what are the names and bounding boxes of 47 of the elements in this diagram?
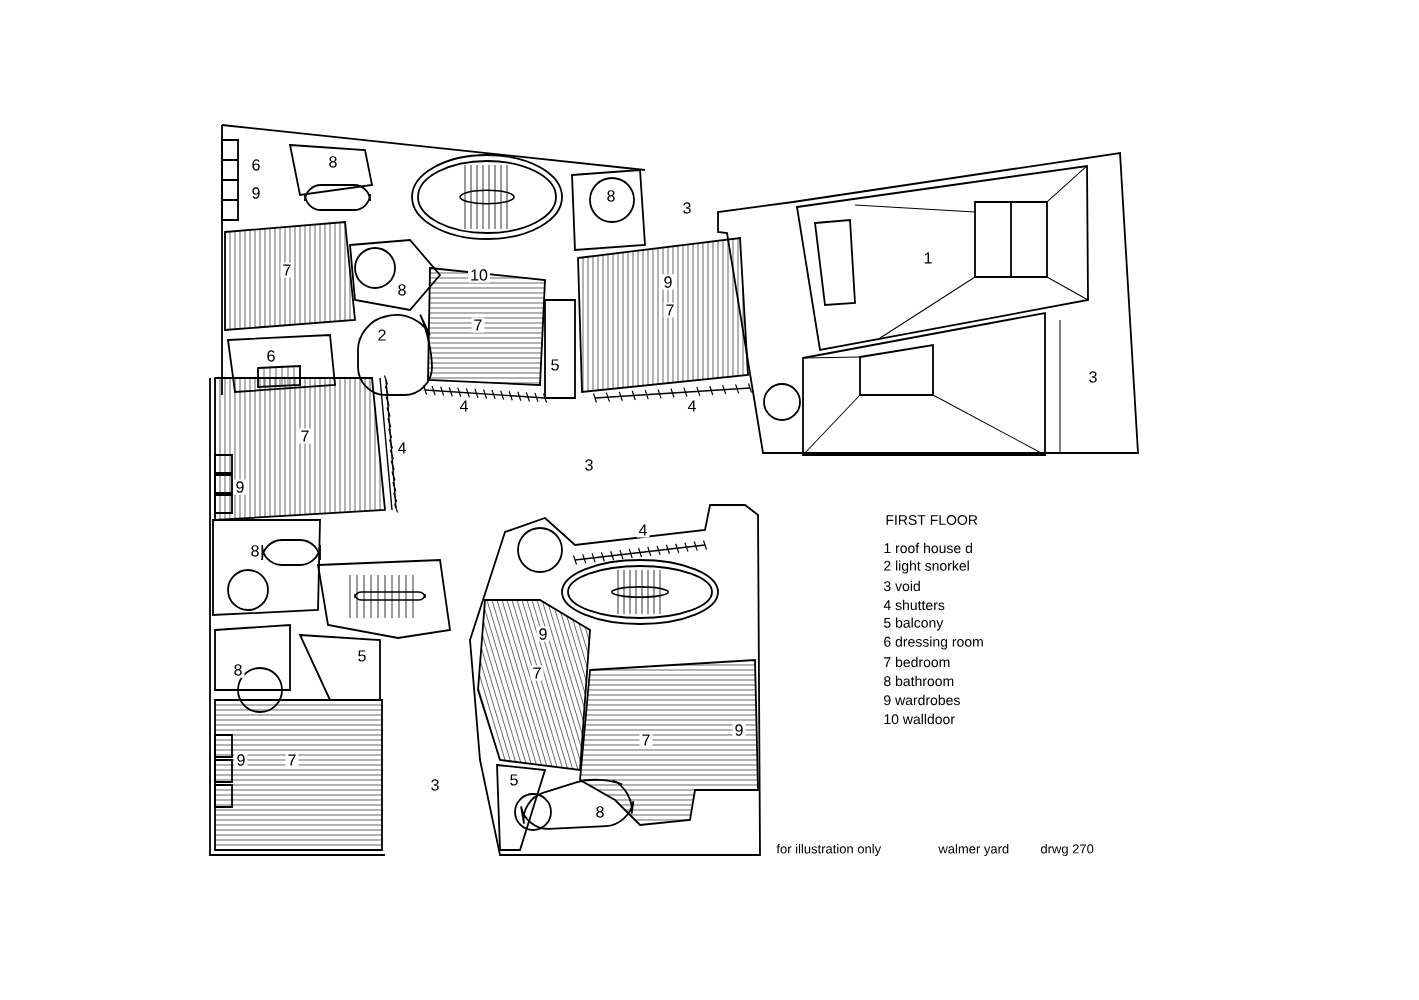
legend-entry: 8 bathroom (884, 675, 954, 687)
room-number: 9 (732, 722, 746, 738)
room-number: 9 (536, 626, 550, 642)
legend-entry: 5 balcony (883, 617, 944, 631)
room-number: 8 (593, 804, 607, 820)
room-number: 8 (326, 154, 340, 170)
room-number: 7 (471, 317, 485, 333)
legend-entry: 4 shutters (883, 599, 945, 611)
room-number: 9 (661, 274, 675, 290)
room-number: 6 (249, 157, 263, 173)
legend-entry: 9 wardrobes (884, 694, 960, 706)
room-number: 4 (395, 440, 409, 456)
room-number: 2 (375, 327, 389, 343)
legend-entry: 6 dressing room (884, 636, 983, 650)
footer-text: for illustration only (776, 843, 882, 857)
room-number: 3 (428, 777, 442, 793)
legend-entry: 10 walldoor (884, 713, 955, 725)
room-number: 7 (285, 752, 299, 768)
room-number: 5 (548, 357, 562, 373)
legend-entry: 3 void (883, 580, 920, 592)
room-number: 6 (264, 348, 278, 364)
room-number: 7 (530, 665, 544, 681)
legend-entry: 1 roof house d (884, 542, 972, 554)
room-number: 9 (234, 752, 248, 768)
room-number: 10 (468, 267, 490, 283)
room-number: 5 (507, 772, 521, 788)
legend-entry: 7 bedroom (884, 656, 950, 668)
room-number: 7 (298, 428, 312, 444)
title: FIRST FLOOR (886, 515, 978, 525)
room-number: 4 (636, 522, 650, 538)
room-number: 5 (355, 648, 369, 664)
room-number: 1 (921, 250, 935, 266)
footer-text: drwg 270 (1040, 843, 1094, 857)
room-number: 3 (582, 457, 596, 473)
room-number: 4 (457, 398, 471, 414)
room-number: 8 (231, 662, 245, 678)
room-number: 9 (249, 185, 263, 201)
room-number: 4 (685, 398, 699, 414)
room-number: 9 (233, 479, 247, 495)
room-number: 3 (680, 200, 694, 216)
room-number: 8 (395, 282, 409, 298)
room-number: 7 (639, 732, 653, 748)
room-number: 8 (604, 188, 618, 204)
room-number: 3 (1086, 369, 1100, 385)
room-number: 8 (248, 543, 262, 559)
footer-text: walmer yard (938, 843, 1009, 857)
legend-entry: 2 light snorkel (884, 560, 969, 574)
